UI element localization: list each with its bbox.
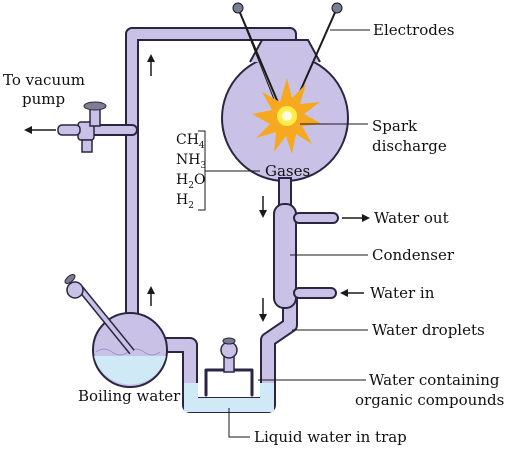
label-gases: Gases	[265, 162, 310, 180]
condenser	[273, 203, 339, 309]
boiling-water-fill	[94, 356, 166, 385]
gas-formula-h2: H2	[176, 192, 194, 211]
gas-list: CH4 NH3 H2O H2	[176, 132, 206, 211]
leader-lines	[198, 29, 370, 438]
label-condenser: Condenser	[372, 246, 455, 264]
label-boiling-water: Boiling water	[78, 387, 181, 405]
label-electrodes: Electrodes	[373, 21, 454, 39]
stopcock-icon	[57, 101, 238, 373]
trap-water	[184, 383, 274, 412]
arrow-left-icon	[24, 126, 364, 297]
label-water-containing-line1: Water containing	[369, 371, 500, 389]
spark-icon	[252, 78, 322, 154]
label-water-containing-line2: organic compounds	[355, 391, 504, 409]
label-spark-line1: Spark	[372, 117, 418, 135]
label-spark-line2: discharge	[372, 137, 447, 155]
label-water-out: Water out	[374, 209, 449, 227]
gas-formula-ch4: CH4	[176, 132, 205, 151]
label-water-in: Water in	[370, 284, 435, 302]
label-vacuum-line1: To vacuum	[3, 71, 85, 89]
gas-formula-nh3: NH3	[176, 152, 206, 171]
label-water-droplets: Water droplets	[372, 321, 485, 339]
electrode-icon	[232, 2, 343, 113]
label-vacuum-line2: pump	[22, 90, 65, 108]
label-liquid-water-trap: Liquid water in trap	[254, 428, 407, 446]
gas-formula-h2o: H2O	[176, 172, 205, 191]
